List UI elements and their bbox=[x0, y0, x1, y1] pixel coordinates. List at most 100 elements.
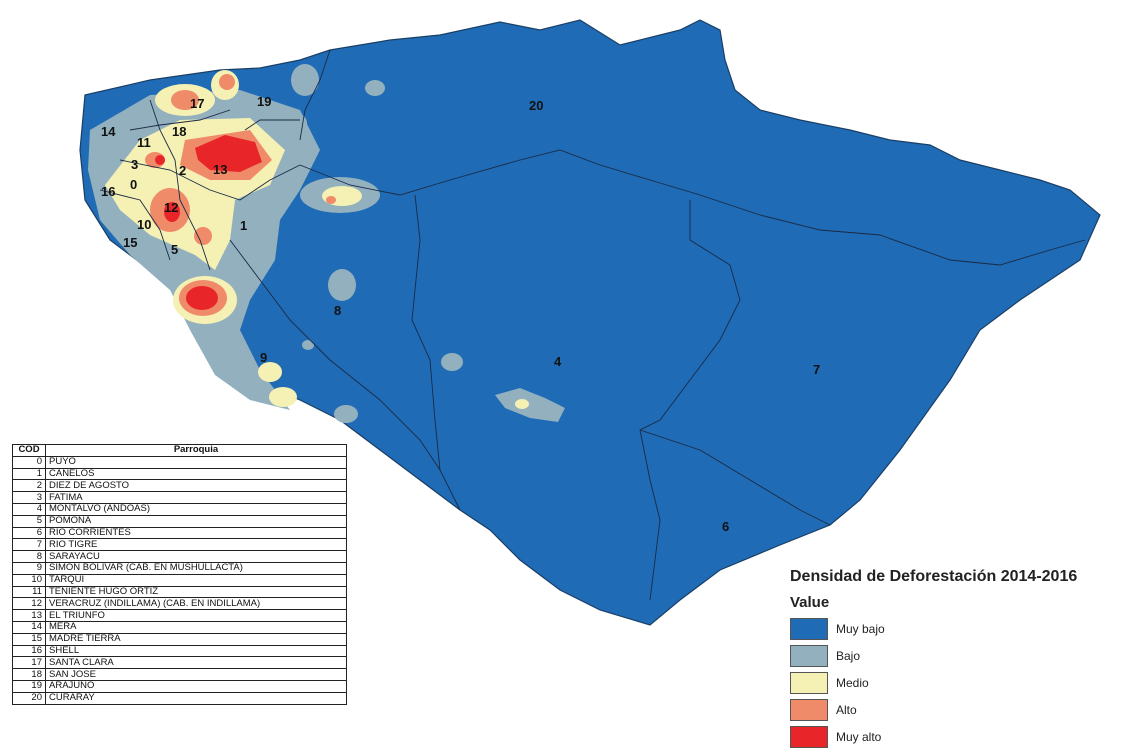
parroquia-cell: DIEZ DE AGOSTO bbox=[45, 479, 347, 493]
legend-swatch bbox=[790, 699, 828, 721]
parroquia-cell: SIMON BOLIVAR (CAB. EN MUSHULLACTA) bbox=[45, 561, 347, 575]
cod-cell: 11 bbox=[12, 585, 46, 599]
cod-cell: 0 bbox=[12, 455, 46, 469]
region-label-6: 6 bbox=[722, 519, 729, 534]
legend-label: Medio bbox=[836, 676, 869, 690]
parroquia-cell: VERACRUZ (INDILLAMA) (CAB. EN INDILLAMA) bbox=[45, 597, 347, 611]
parroquia-cell: SANTA CLARA bbox=[45, 656, 347, 670]
parroquia-cell: POMONA bbox=[45, 514, 347, 528]
legend-item: Muy alto bbox=[790, 725, 1120, 749]
parroquia-cell: CANELOS bbox=[45, 467, 347, 481]
column-header-parroquia: Parroquia bbox=[45, 444, 347, 457]
region-label-12: 12 bbox=[164, 200, 178, 215]
table-header-row: COD Parroquia bbox=[12, 444, 347, 457]
parroquia-cell: MERA bbox=[45, 620, 347, 634]
region-label-14: 14 bbox=[101, 124, 116, 139]
parroquia-cell: MONTALVO (ANDOAS) bbox=[45, 502, 347, 516]
legend-swatch bbox=[790, 618, 828, 640]
region-label-4: 4 bbox=[554, 354, 562, 369]
parroquia-cell: SHELL bbox=[45, 644, 347, 658]
parroquia-cell: RIO CORRIENTES bbox=[45, 526, 347, 540]
legend-swatch bbox=[790, 645, 828, 667]
region-label-13: 13 bbox=[213, 162, 227, 177]
cod-cell: 9 bbox=[12, 561, 46, 575]
parroquia-cell: CURARAY bbox=[45, 691, 347, 705]
cod-cell: 5 bbox=[12, 514, 46, 528]
legend-subtitle: Value bbox=[790, 594, 830, 611]
legend-swatch bbox=[790, 726, 828, 748]
legend-label: Alto bbox=[836, 703, 857, 717]
legend-label: Muy alto bbox=[836, 730, 882, 744]
region-label-16: 16 bbox=[101, 184, 115, 199]
cod-cell: 8 bbox=[12, 550, 46, 563]
cod-cell: 19 bbox=[12, 679, 46, 693]
region-label-7: 7 bbox=[813, 362, 820, 377]
legend-label: Bajo bbox=[836, 649, 861, 663]
region-label-11: 11 bbox=[137, 135, 151, 150]
cod-cell: 7 bbox=[12, 538, 46, 552]
cod-cell: 12 bbox=[12, 597, 46, 611]
parroquia-cell: RIO TIGRE bbox=[45, 538, 347, 552]
cod-cell: 1 bbox=[12, 467, 46, 481]
parish-boundaries bbox=[99, 49, 1086, 601]
legend-item: Alto bbox=[790, 698, 1120, 722]
region-label-17: 17 bbox=[190, 96, 204, 111]
cod-cell: 10 bbox=[12, 573, 46, 587]
legend-item: Medio bbox=[790, 671, 1120, 695]
region-labels: 20 19 17 18 14 11 3 2 13 16 0 12 10 1 15… bbox=[101, 94, 820, 534]
parroquia-cell: PUYO bbox=[45, 455, 347, 469]
region-label-15: 15 bbox=[123, 235, 137, 250]
parroquia-cell: SAN JOSE bbox=[45, 668, 347, 681]
region-label-20: 20 bbox=[529, 98, 543, 113]
region-label-19: 19 bbox=[257, 94, 271, 109]
cod-cell: 3 bbox=[12, 491, 46, 504]
cod-cell: 16 bbox=[12, 644, 46, 658]
legend-title: Densidad de Deforestación 2014-2016 bbox=[790, 568, 1078, 585]
region-label-10: 10 bbox=[137, 217, 151, 232]
region-label-1: 1 bbox=[240, 218, 247, 233]
region-label-18: 18 bbox=[172, 124, 186, 139]
parroquia-cell: SARAYACU bbox=[45, 550, 347, 563]
map-legend: Densidad de Deforestación 2014-2016 Valu… bbox=[790, 568, 1120, 752]
legend-item: Muy bajo bbox=[790, 617, 1120, 641]
cod-cell: 14 bbox=[12, 620, 46, 634]
region-label-2: 2 bbox=[179, 163, 186, 178]
region-label-3: 3 bbox=[131, 157, 138, 172]
parroquia-cell: EL TRIUNFO bbox=[45, 609, 347, 622]
cod-cell: 6 bbox=[12, 526, 46, 540]
cod-cell: 13 bbox=[12, 609, 46, 622]
legend-item: Bajo bbox=[790, 644, 1120, 668]
region-label-0: 0 bbox=[130, 177, 137, 192]
region-label-5: 5 bbox=[171, 242, 178, 257]
column-header-cod: COD bbox=[12, 444, 46, 457]
parroquia-cell: ARAJUNO bbox=[45, 679, 347, 693]
cod-cell: 18 bbox=[12, 668, 46, 681]
parroquia-cell: TENIENTE HUGO ORTIZ bbox=[45, 585, 347, 599]
parroquia-cell: FATIMA bbox=[45, 491, 347, 504]
region-label-9: 9 bbox=[260, 350, 267, 365]
parroquia-cell: TARQUI bbox=[45, 573, 347, 587]
